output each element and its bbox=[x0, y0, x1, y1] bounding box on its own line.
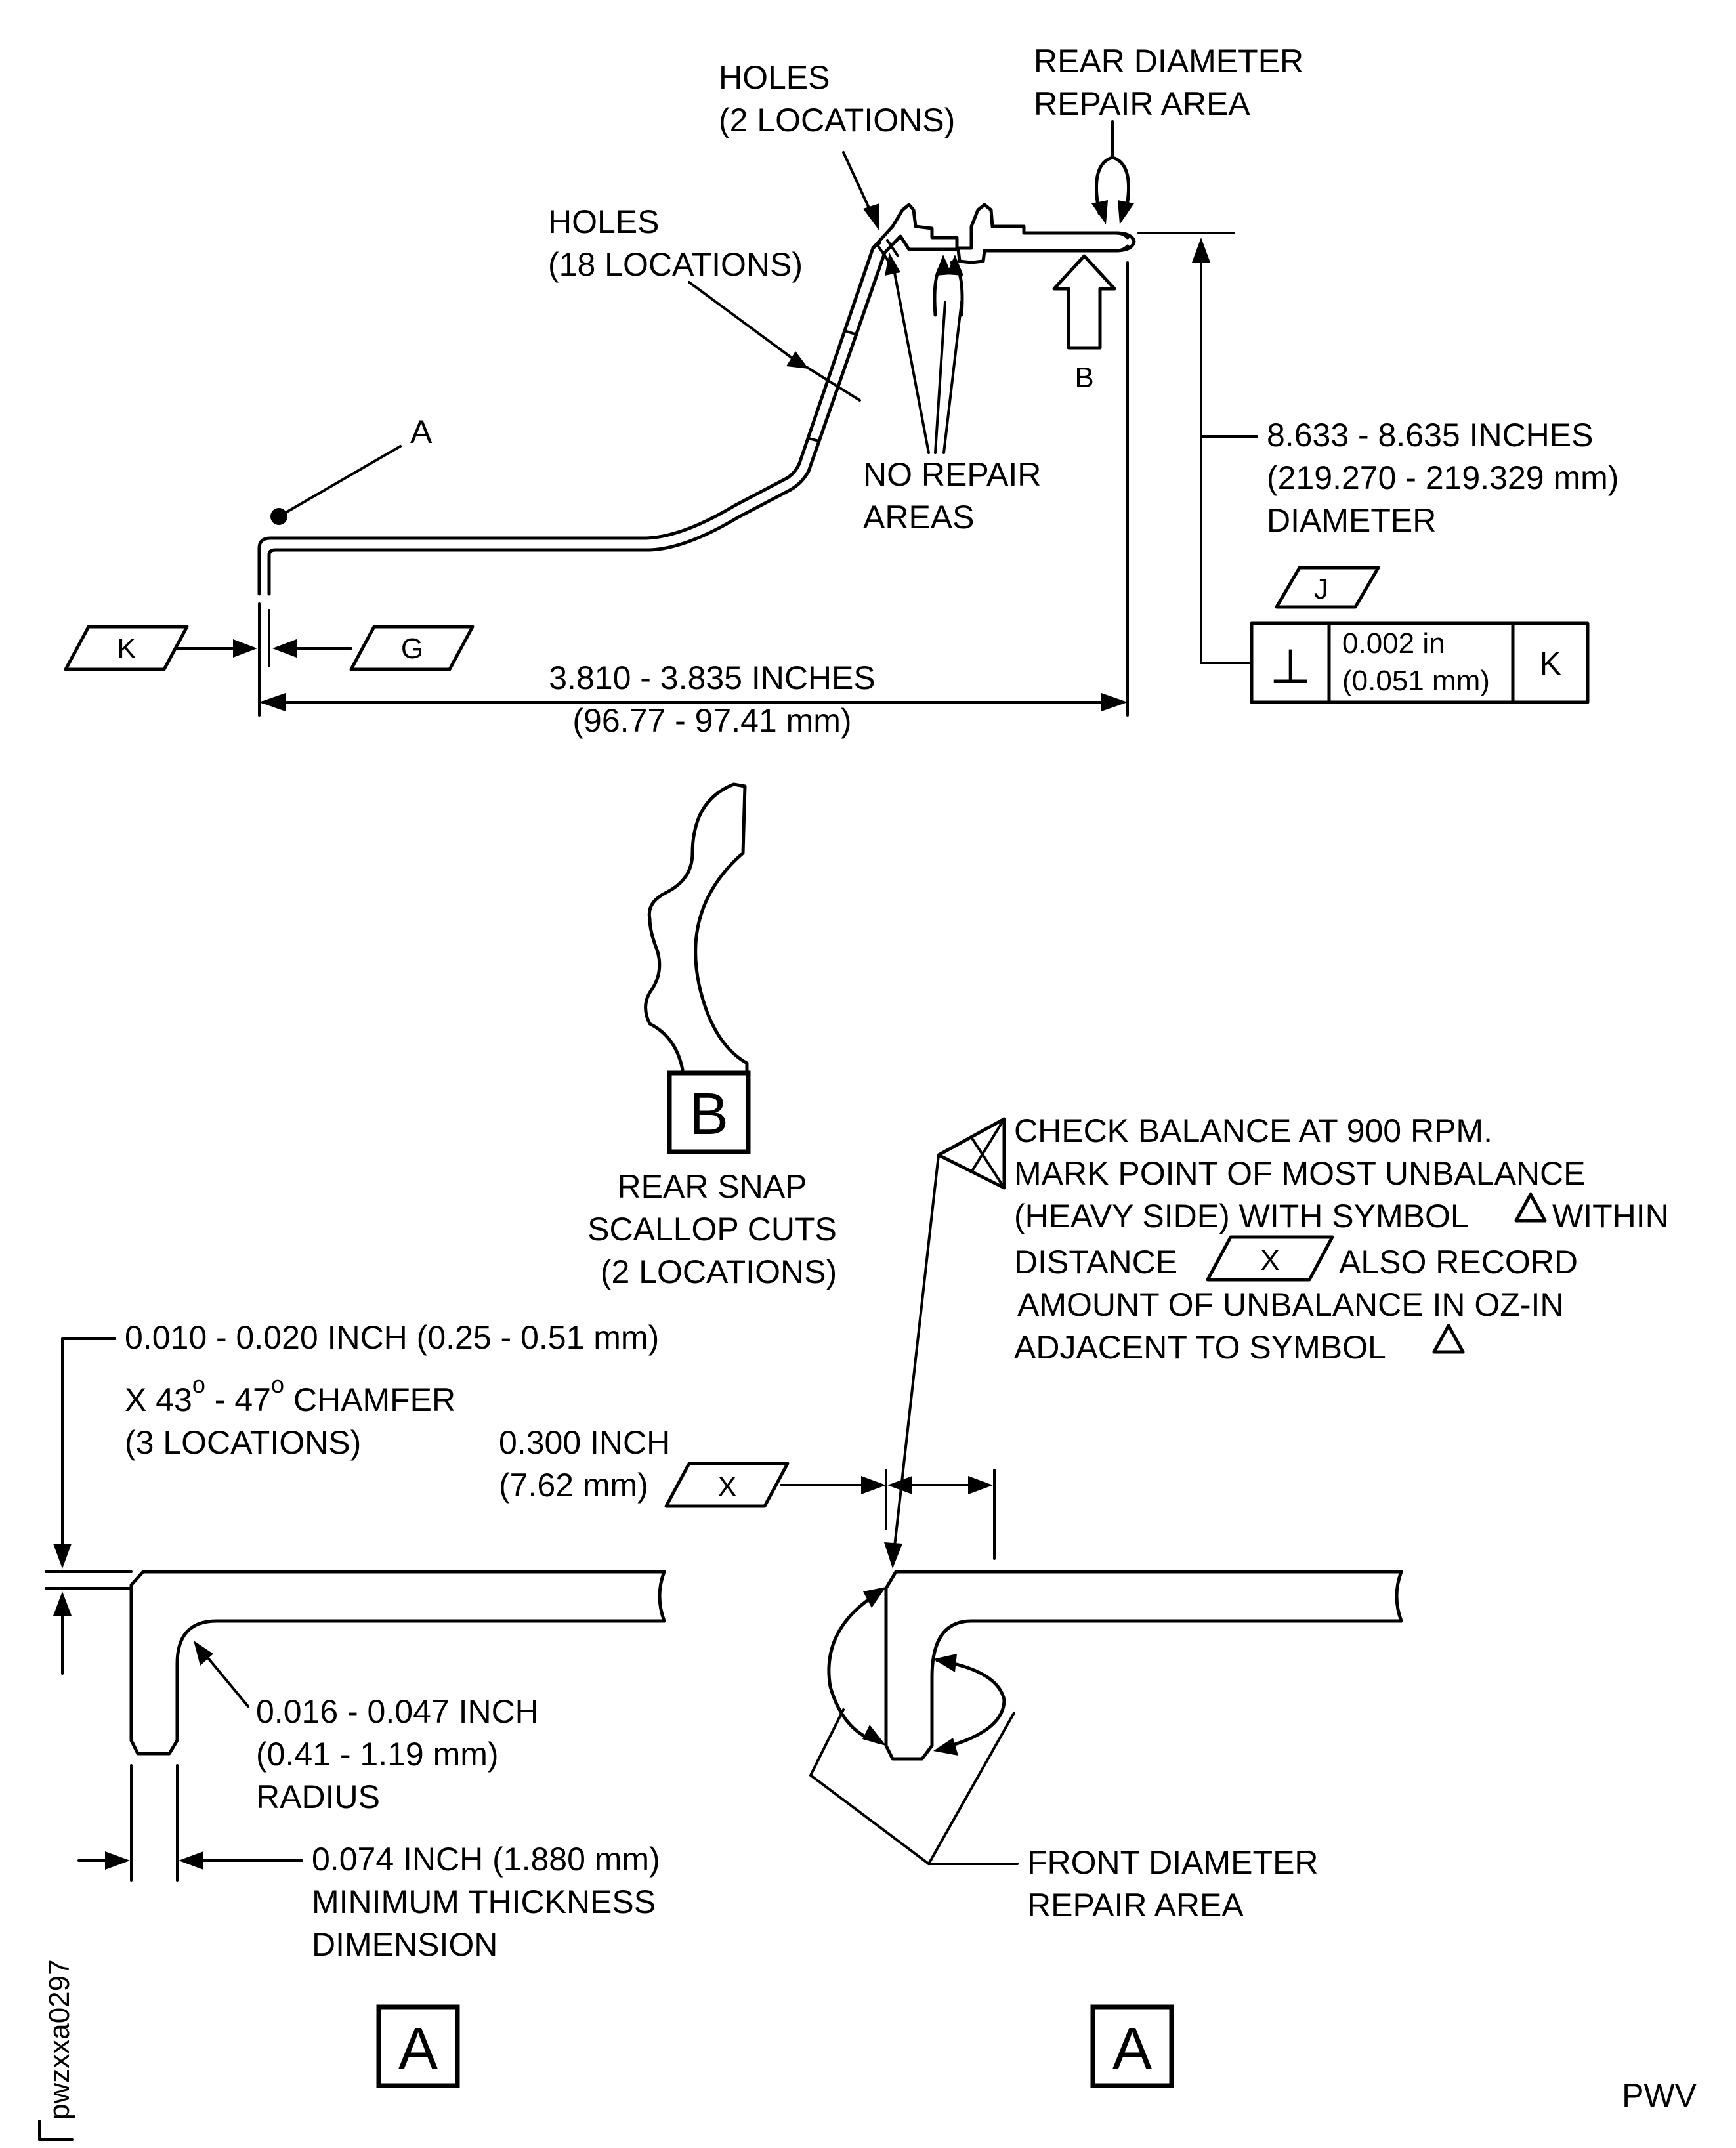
code-label: PWV bbox=[1622, 2077, 1697, 2114]
chamfer-degree-2: o bbox=[271, 1371, 284, 1398]
chamfer-x43: X 43 bbox=[125, 1381, 192, 1418]
x-distance-mm: (7.62 mm) bbox=[499, 1467, 648, 1504]
chamfer-word: CHAMFER bbox=[284, 1381, 455, 1418]
holes-18-callout: HOLES (18 LOCATIONS) bbox=[548, 203, 809, 369]
datum-k: K bbox=[64, 625, 257, 671]
thickness-dimension-label: DIMENSION bbox=[312, 1926, 498, 1963]
front-diameter-label: FRONT DIAMETER bbox=[1027, 1844, 1319, 1881]
fcf-tolerance-mm: (0.051 mm) bbox=[1342, 665, 1490, 697]
chamfer-line1: 0.010 - 0.020 INCH (0.25 - 0.51 mm) bbox=[125, 1319, 659, 1356]
chamfer-47: - 47 bbox=[205, 1381, 271, 1418]
chamfer-degree-1: o bbox=[192, 1371, 205, 1398]
no-repair-label: NO REPAIR bbox=[863, 456, 1041, 493]
view-a-right-label: A bbox=[1112, 2016, 1152, 2082]
point-a-label: A bbox=[410, 413, 433, 450]
figure-id: pwzxxa0297 bbox=[38, 1959, 75, 2141]
holes-2-callout: HOLES (2 LOCATIONS) bbox=[719, 59, 955, 231]
holes-2-label: HOLES bbox=[719, 59, 830, 96]
balance-within: WITHIN bbox=[1552, 1198, 1669, 1234]
balance-line7: ADJACENT TO SYMBOL bbox=[1014, 1329, 1386, 1366]
diameter-mm: (219.270 - 219.329 mm) bbox=[1267, 459, 1619, 496]
b-view-arrow: B bbox=[1052, 254, 1116, 394]
view-a-left-box: A bbox=[376, 2004, 460, 2088]
no-repair-callout: NO REPAIR AREAS bbox=[863, 253, 1041, 536]
balance-record: ALSO RECORD bbox=[1339, 1244, 1578, 1280]
balance-flag bbox=[884, 1117, 1006, 1569]
thickness-dimension: 0.074 INCH (1.880 mm) MINIMUM THICKNESS … bbox=[77, 1764, 660, 1963]
datum-j-label: J bbox=[1314, 573, 1328, 605]
b-arrow-label: B bbox=[1074, 362, 1093, 394]
balance-line1: CHECK BALANCE AT 900 RPM. bbox=[1014, 1112, 1493, 1149]
balance-note: CHECK BALANCE AT 900 RPM. MARK POINT OF … bbox=[1014, 1112, 1669, 1366]
x-distance-datum: X bbox=[717, 1471, 736, 1503]
rear-snap-line2: SCALLOP CUTS bbox=[587, 1211, 837, 1248]
diameter-label: DIAMETER bbox=[1267, 502, 1436, 539]
view-a-right-box: A bbox=[1090, 2004, 1174, 2088]
balance-distance: DISTANCE bbox=[1014, 1244, 1177, 1280]
scallop-view bbox=[644, 782, 749, 1121]
length-mm: (96.77 - 97.41 mm) bbox=[572, 702, 851, 739]
view-a-left-label: A bbox=[398, 2016, 438, 2082]
front-diameter-area: REPAIR AREA bbox=[1027, 1887, 1244, 1924]
perpendicularity-symbol: ⊥ bbox=[1270, 641, 1311, 693]
part-profile bbox=[257, 203, 1136, 596]
feature-control-frame: ⊥ 0.002 in (0.051 mm) K bbox=[1250, 621, 1590, 704]
x-distance-inches: 0.300 INCH bbox=[499, 1424, 670, 1461]
detail-a-left-profile bbox=[129, 1570, 666, 1756]
point-a-marker: A bbox=[270, 413, 433, 525]
no-repair-areas: AREAS bbox=[863, 499, 975, 536]
svg-text:X 43o - 47o CHAMFER: X 43o - 47o CHAMFER bbox=[125, 1371, 455, 1418]
triangle-icon bbox=[1432, 1324, 1465, 1354]
figure-id-label: pwzxxa0297 bbox=[43, 1959, 75, 2120]
rear-snap-line3: (2 LOCATIONS) bbox=[601, 1253, 837, 1290]
balance-line3: (HEAVY SIDE) WITH SYMBOL bbox=[1014, 1198, 1469, 1234]
datum-k-label: K bbox=[117, 633, 136, 665]
front-diameter-callout: FRONT DIAMETER REPAIR AREA bbox=[809, 1587, 1319, 1924]
triangle-icon bbox=[1514, 1192, 1547, 1223]
radius-label: RADIUS bbox=[256, 1779, 380, 1815]
thickness-min: MINIMUM THICKNESS bbox=[312, 1884, 656, 1920]
detail-a-right-profile bbox=[884, 1570, 1403, 1761]
thickness-value: 0.074 INCH (1.880 mm) bbox=[312, 1841, 660, 1878]
balance-datum-x: X bbox=[1260, 1244, 1279, 1276]
radius-note: 0.016 - 0.047 INCH (0.41 - 1.19 mm) RADI… bbox=[194, 1641, 539, 1815]
rear-diameter-label: REAR DIAMETER bbox=[1034, 43, 1303, 79]
balance-line2: MARK POINT OF MOST UNBALANCE bbox=[1014, 1155, 1586, 1192]
holes-2-locations: (2 LOCATIONS) bbox=[719, 102, 955, 138]
rear-diameter-callout: REAR DIAMETER REPAIR AREA bbox=[1034, 43, 1303, 224]
chamfer-locations: (3 LOCATIONS) bbox=[125, 1424, 361, 1461]
fcf-datum: K bbox=[1539, 645, 1561, 682]
length-inches: 3.810 - 3.835 INCHES bbox=[549, 660, 876, 696]
rear-diameter-area: REPAIR AREA bbox=[1034, 85, 1250, 122]
datum-g-label: G bbox=[401, 633, 423, 665]
radius-mm: (0.41 - 1.19 mm) bbox=[256, 1736, 499, 1773]
holes-18-label: HOLES bbox=[548, 203, 660, 240]
diameter-inches: 8.633 - 8.635 INCHES bbox=[1267, 417, 1594, 453]
balance-line6: AMOUNT OF UNBALANCE IN OZ-IN bbox=[1017, 1286, 1563, 1323]
view-b-label: B bbox=[689, 1082, 729, 1147]
length-dimension: 3.810 - 3.835 INCHES (96.77 - 97.41 mm) bbox=[259, 261, 1129, 739]
rear-snap-line1: REAR SNAP bbox=[618, 1168, 807, 1205]
view-b-box: B bbox=[667, 1070, 751, 1154]
datum-j: J bbox=[1275, 566, 1380, 609]
diameter-dimension: 8.633 - 8.635 INCHES (219.270 - 219.329 … bbox=[1137, 232, 1619, 664]
rear-snap-label: REAR SNAP SCALLOP CUTS (2 LOCATIONS) bbox=[587, 1168, 837, 1290]
radius-inches: 0.016 - 0.047 INCH bbox=[256, 1693, 539, 1730]
chamfer-note: 0.010 - 0.020 INCH (0.25 - 0.51 mm) X 43… bbox=[45, 1319, 659, 1675]
x-distance-dimension: 0.300 INCH (7.62 mm) X bbox=[499, 1424, 996, 1560]
fcf-tolerance-in: 0.002 in bbox=[1342, 627, 1445, 660]
datum-g: G bbox=[258, 602, 475, 717]
holes-18-locations: (18 LOCATIONS) bbox=[548, 246, 803, 283]
